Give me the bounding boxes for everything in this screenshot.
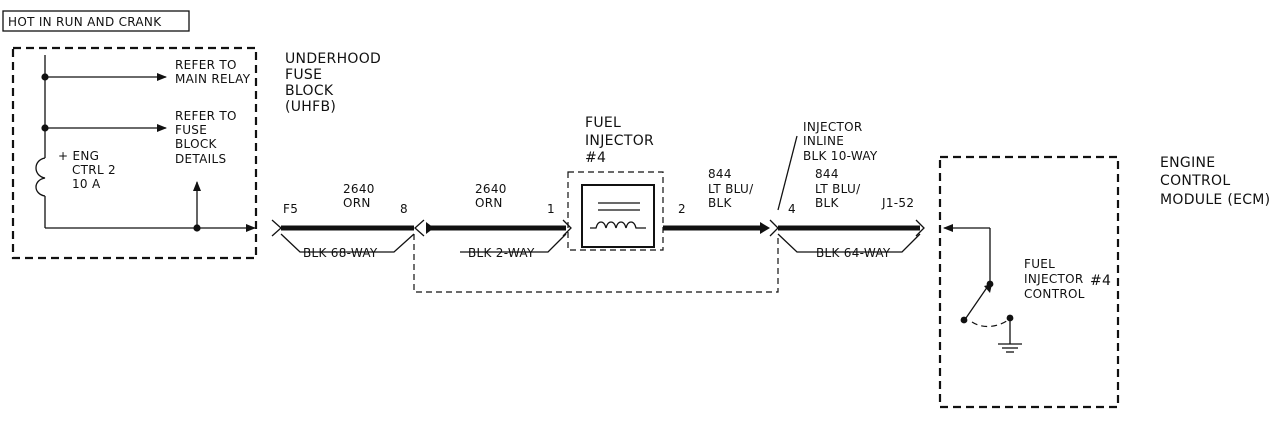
wire3-color-line2: BLK <box>708 196 733 210</box>
wire1-circuit: 2640 <box>343 182 375 196</box>
connector-ecm-symbol <box>915 219 925 237</box>
ecm-title-line3: MODULE (ECM) <box>1160 192 1270 208</box>
wire4-circuit: 844 <box>815 167 839 181</box>
inline-connector-pin: 4 <box>788 202 796 216</box>
wire3-circuit: 844 <box>708 167 732 181</box>
refer-fuse-details-line3: BLOCK <box>175 137 218 151</box>
injector-title-line1: FUEL <box>585 115 621 131</box>
power-mode-label: HOT IN RUN AND CRANK <box>2 10 190 32</box>
ecm-outline <box>938 155 1120 409</box>
inline-connector-label-line2: INLINE <box>803 134 844 148</box>
uhfb-title-line2: FUSE <box>285 67 322 83</box>
uhfb-title-line3: BLOCK <box>285 83 334 99</box>
refer-main-relay-line2: MAIN RELAY <box>175 72 251 86</box>
wire1-color: ORN <box>343 196 371 210</box>
connector-pin1-symbol <box>562 219 572 237</box>
connector-64way-label: BLK 64-WAY <box>816 246 891 260</box>
connector-f5-symbol <box>271 219 282 237</box>
inline-connector-label-line3: BLK 10-WAY <box>803 149 878 163</box>
connector-68way-bracket <box>280 233 415 253</box>
inline-connector-label-line1: INJECTOR <box>803 120 863 134</box>
uhfb-title-line1: UNDERHOOD <box>285 51 381 67</box>
fuse-block-outline <box>11 46 258 260</box>
switch-control-link <box>971 319 1009 328</box>
connector-2way-bracket <box>413 234 779 293</box>
control-label-line1: FUEL <box>1024 257 1055 271</box>
wire2-pin-end: 1 <box>547 202 555 216</box>
injector-title-line3: #4 <box>585 150 606 166</box>
inline-connector-leader <box>777 135 798 211</box>
switch-contact-bottom <box>960 316 968 324</box>
refer-fuse-details-line1: REFER TO <box>175 109 237 123</box>
inline-connector-symbol <box>769 219 779 237</box>
injector-title-line2: INJECTOR <box>585 133 654 149</box>
fuse-label-line2: CTRL 2 <box>72 163 116 177</box>
switch-blade-icon <box>965 285 989 319</box>
control-label-line2: INJECTOR <box>1024 272 1084 286</box>
wire4-color-line1: LT BLU/ <box>815 182 861 196</box>
connector-2way-lower <box>460 233 567 253</box>
refer-fuse-details-line2: FUSE <box>175 123 207 137</box>
fuse-icon <box>35 157 46 197</box>
refer-main-relay-line1: REFER TO <box>175 58 237 72</box>
fuse-label-line3: 10 A <box>72 177 101 191</box>
wire3-color-line1: LT BLU/ <box>708 182 754 196</box>
wire4-pin-end: J1-52 <box>881 196 914 210</box>
wire1-pin-end: 8 <box>400 202 408 216</box>
connector-pin8-symbol <box>414 219 425 237</box>
wire4-color-line2: BLK <box>815 196 840 210</box>
switch-blade-arrow <box>984 284 992 293</box>
injector-outline <box>567 171 664 251</box>
connector-68way-label: BLK 68-WAY <box>303 246 378 260</box>
control-label-number: #4 <box>1090 273 1111 289</box>
ecm-title-line2: CONTROL <box>1160 173 1230 189</box>
injector-pin-out: 2 <box>678 202 686 216</box>
injector-body <box>581 184 655 248</box>
wire2-circuit: 2640 <box>475 182 507 196</box>
ecm-title-line1: ENGINE <box>1160 155 1215 171</box>
wire-3-arrowhead <box>760 222 770 234</box>
connector-64way-bracket <box>777 233 921 253</box>
wire2-color: ORN <box>475 196 503 210</box>
injector-coil-icon <box>590 221 646 229</box>
power-mode-text: HOT IN RUN AND CRANK <box>8 15 162 29</box>
ground-icon <box>998 343 1022 353</box>
control-label-line3: CONTROL <box>1024 287 1085 301</box>
fuse-label-line1: + ENG <box>58 149 99 163</box>
uhfb-title-line4: (UHFB) <box>285 99 336 115</box>
pin-f5-label: F5 <box>283 202 298 216</box>
connector-2way-label: BLK 2-WAY <box>468 246 535 260</box>
refer-fuse-details-line4: DETAILS <box>175 152 226 166</box>
